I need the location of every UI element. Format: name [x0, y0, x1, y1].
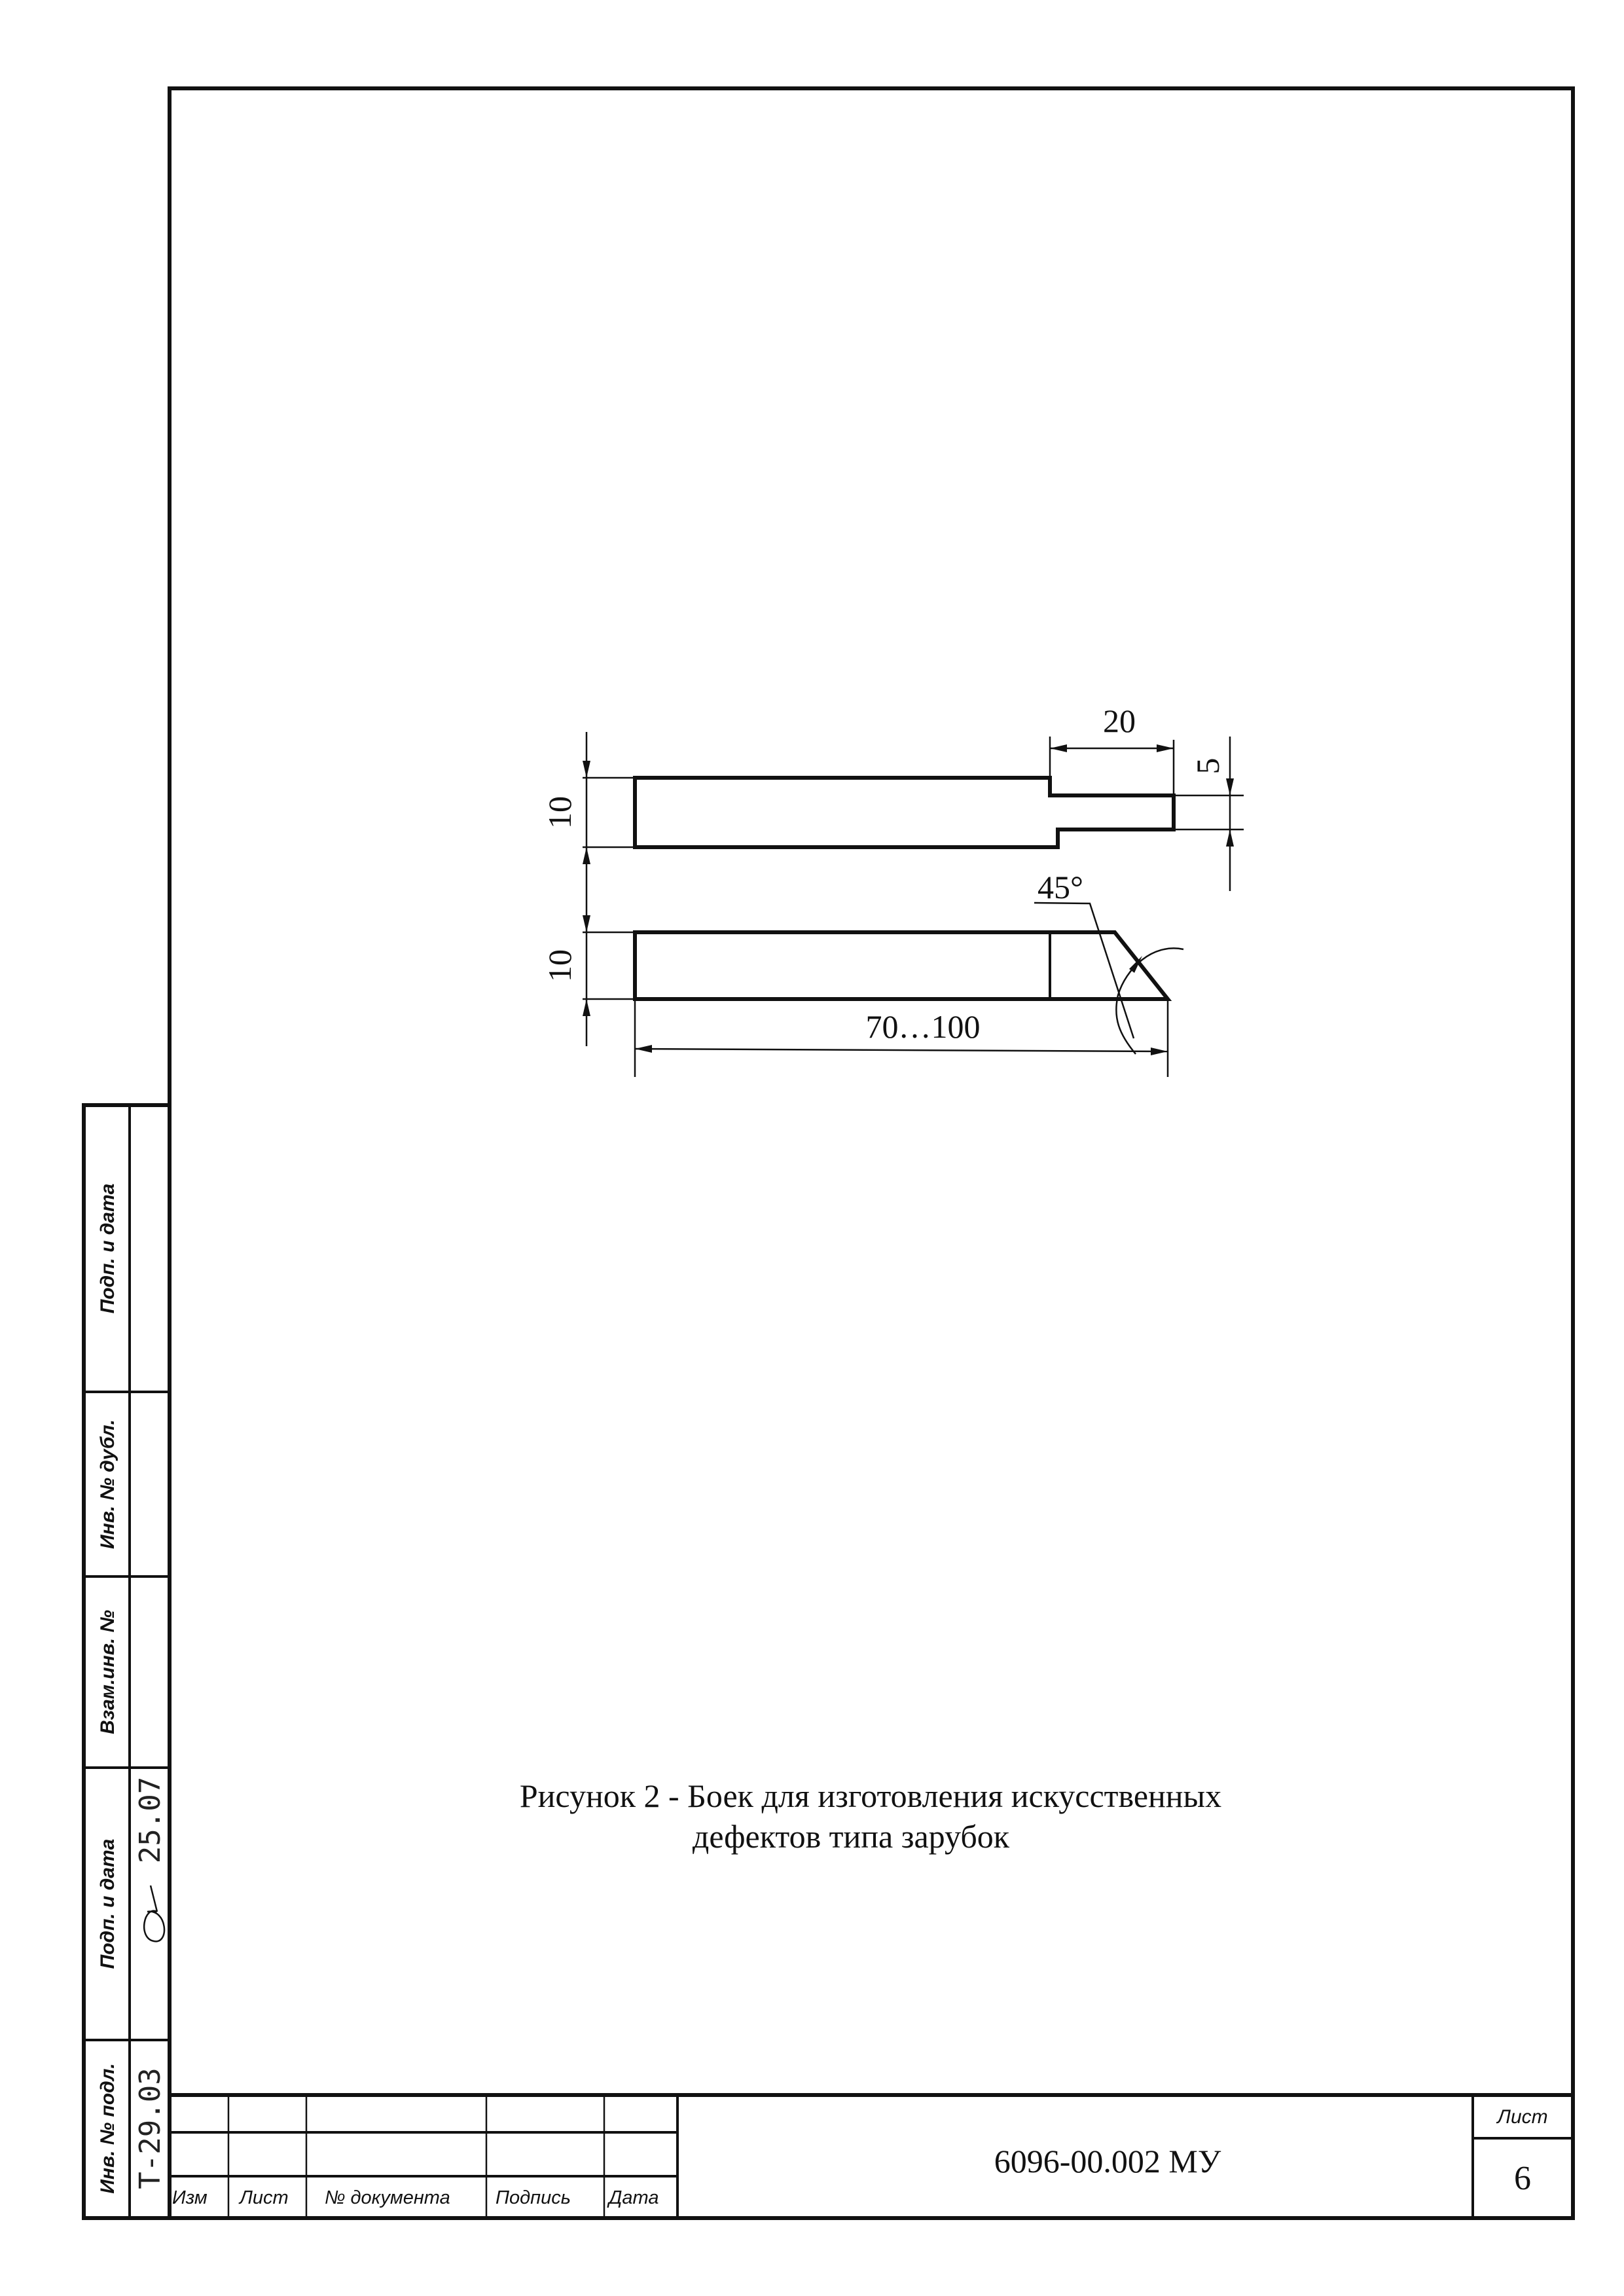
side-label: Инв. № дубл.	[97, 1419, 118, 1549]
dimension-10-upper-label: 10	[541, 796, 578, 829]
dimension-5-label: 5	[1189, 758, 1226, 774]
side-strip-border	[82, 1103, 171, 2220]
handwritten-inventory-number: Т-29.03	[134, 2068, 167, 2189]
striker-top-view	[633, 776, 1176, 849]
document-designation: 6096-00.002 МУ	[994, 2143, 1221, 2179]
side-label: Инв. № подл.	[97, 2063, 118, 2193]
column-label-sheet: Лист	[238, 2187, 289, 2208]
column-label-change: Изм	[172, 2187, 208, 2208]
dimension-arrows	[1226, 778, 1234, 847]
angle-arc	[1115, 947, 1184, 1055]
dimension-angle-label: 45°	[1038, 869, 1083, 905]
title-block: Изм Лист № документа Подпись Дата 6096-0…	[170, 2093, 1573, 2218]
dimension-10-lower-label: 10	[541, 949, 578, 982]
angle-arrow	[1129, 956, 1142, 973]
column-label-signature: Подпись	[496, 2187, 571, 2208]
technical-drawing: 20 5 10 10 70…100 45°	[541, 702, 1244, 1077]
figure-caption-line2: дефектов типа зарубок	[693, 1818, 1010, 1855]
figure-caption-line1: Рисунок 2 - Боек для изготовления искусс…	[520, 1777, 1221, 1814]
striker-side-view	[633, 930, 1172, 1001]
column-label-document-number: № документа	[325, 2187, 450, 2208]
column-label-date: Дата	[607, 2187, 659, 2208]
drawing-frame	[168, 86, 1575, 2220]
dimension-line-length	[634, 1048, 1168, 1053]
handwritten-signature	[143, 1885, 166, 1942]
handwritten-date: 25.07	[134, 1777, 167, 1863]
side-strip: Подп. и дата Инв. № дубл. Взам.инв. № По…	[82, 1103, 171, 2220]
side-label: Подп. и дата	[97, 1184, 118, 1314]
side-label: Взам.инв. №	[97, 1610, 118, 1734]
side-label: Подп. и дата	[97, 1839, 118, 1969]
dimension-20-label: 20	[1103, 702, 1136, 739]
dimension-length-label: 70…100	[866, 1008, 981, 1045]
sheet-number: 6	[1514, 2160, 1531, 2197]
sheet-label: Лист	[1496, 2106, 1547, 2128]
